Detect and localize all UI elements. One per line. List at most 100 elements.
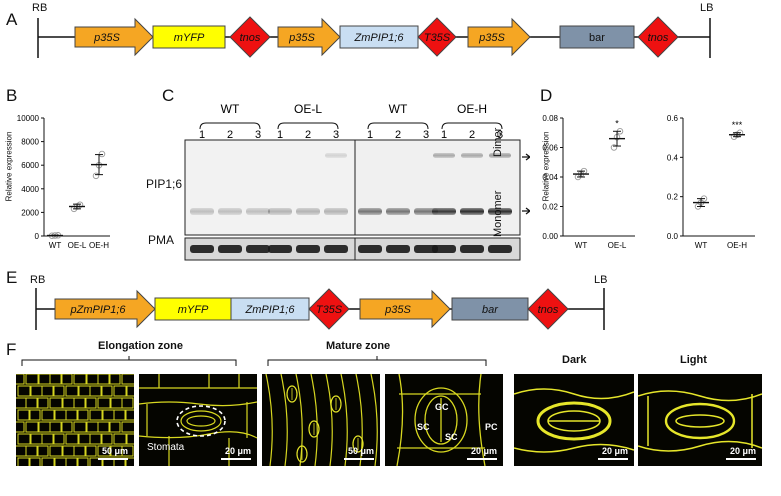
cell-outline [37,445,49,457]
panel-f-letter: F [6,340,17,359]
construct-a-element-0: p35S [74,17,154,57]
cell-outline [16,397,27,409]
chart-dr-ytick-label-0: 0.0 [667,232,679,241]
blot-dimer-band-9 [433,153,455,158]
blot-pma-band-10 [460,245,484,253]
chart-b-point-2-0 [92,172,100,180]
blot-group-bracket-1 [277,122,339,130]
stomata-ring-2 [330,395,342,413]
cell-outline [109,397,123,409]
cell-outline [25,421,40,433]
chart-dl-xtick-label-1: OE-L [608,241,627,250]
blot-monomer-band-10 [460,208,484,215]
construct-e-terminator-diamond-3 [308,288,350,330]
scale-bar-label-2: 20 μm [224,446,251,456]
construct-a-element-3: p35S [277,17,341,57]
blot-dimer-label: Dimer [492,127,504,157]
blot-pma-band-8 [414,245,438,253]
cell-outline [16,374,25,385]
cell-outline [85,421,99,433]
cell-outline [65,385,80,397]
construct-e-element-5: bar [451,297,529,321]
cell-outline [41,433,54,445]
cell-wall-line [295,374,303,466]
blot-pma-band-5 [324,245,348,253]
blot-lane-label-1: 2 [227,129,233,141]
chart-dr-ytick-label-1: 0.2 [667,193,679,202]
cell-outline [16,445,27,457]
dark-label: Dark [562,354,587,366]
cell-outline [77,385,91,397]
chart-b-ytick-label-3: 6000 [21,161,39,170]
construct-e-promoter-arrow-4 [359,289,451,329]
scale-bar-label-4: 20 μm [470,446,497,456]
blot-group-bracket-2 [367,122,429,130]
cell-outline [121,374,134,385]
cell-outline [25,397,38,409]
blot-dimer-band-10 [461,153,483,158]
cell-outline [37,421,51,433]
blot-dimer-arrow [522,153,530,161]
micrograph-elongation-stomata: Stomata 20 μm [139,374,257,466]
cell-outline [53,385,65,397]
cell-outline [89,385,102,397]
construct-a-label-8: tnos [648,32,669,44]
chart-dr-xtick-label-0: WT [695,241,708,250]
blot-group-label-3: OE-H [457,102,487,116]
blot-pma-band-4 [296,245,320,253]
panel-d-ylabel: Relative expression [541,131,551,202]
cell-outline [125,433,134,445]
chart-b-xtick-label-2: OE-H [89,241,109,250]
cell-outline [37,397,49,409]
construct-a-element-7: bar [559,25,635,49]
chart-b-ytick-label-1: 2000 [21,208,39,217]
blot-monomer-band-7 [386,208,410,215]
sc-label-right: SC [445,432,458,442]
construct-e-label-0: pZmPIP1;6 [69,304,126,316]
blot-pma-band-11 [488,245,512,253]
chart-b-xtick-label-0: WT [49,241,62,250]
blot-pma-band-0 [190,245,214,253]
cell-outline [77,457,89,466]
cell-wall-line [340,374,348,466]
cell-outline [85,374,99,385]
cell-outline [41,457,56,466]
construct-a-rb: RB [32,2,48,14]
construct-e-lb: LB [594,274,608,286]
cell-outline [113,409,126,421]
blot-loading-label: PMA [148,233,175,247]
blot-monomer-band-3 [268,208,292,215]
cell-outline [53,409,67,421]
stomata-ring-3 [352,435,364,453]
blot-group-bracket-0 [199,122,261,130]
cell-outline [17,385,32,397]
construct-a-promoter-arrow-6 [467,17,531,57]
construct-a-label-3: p35S [288,32,315,44]
scale-bar-1 [98,458,128,460]
blot-lane-label-5: 3 [333,129,339,141]
scale-bar-3 [344,458,374,460]
construct-e-rb: RB [30,274,46,286]
stomata-label: Stomata [147,442,185,453]
cell-outline [89,457,104,466]
chart-dl-ytick-label-2: 0.04 [542,173,558,182]
chart-dl-ytick-label-3: 0.06 [542,144,558,153]
cell-outline [77,433,91,445]
construct-e-label-1: mYFP [178,304,209,316]
blot-dimer-band-5 [325,153,347,158]
cell-outline [101,409,115,421]
cell-outline [61,397,75,409]
cell-outline [113,433,128,445]
chart-dr-ytick-label-3: 0.6 [667,114,679,123]
construct-a-lb: LB [700,2,714,14]
chart-dr-annotation-1: *** [732,120,743,130]
cell-outline [29,409,41,421]
cell-outline [41,409,56,421]
cell-outline [17,409,30,421]
chart-dl-ytick-label-4: 0.08 [542,114,558,123]
construct-a-label-2: tnos [240,32,261,44]
gc-label: GC [435,402,449,412]
micrograph-dark: 20 μm [514,374,634,466]
